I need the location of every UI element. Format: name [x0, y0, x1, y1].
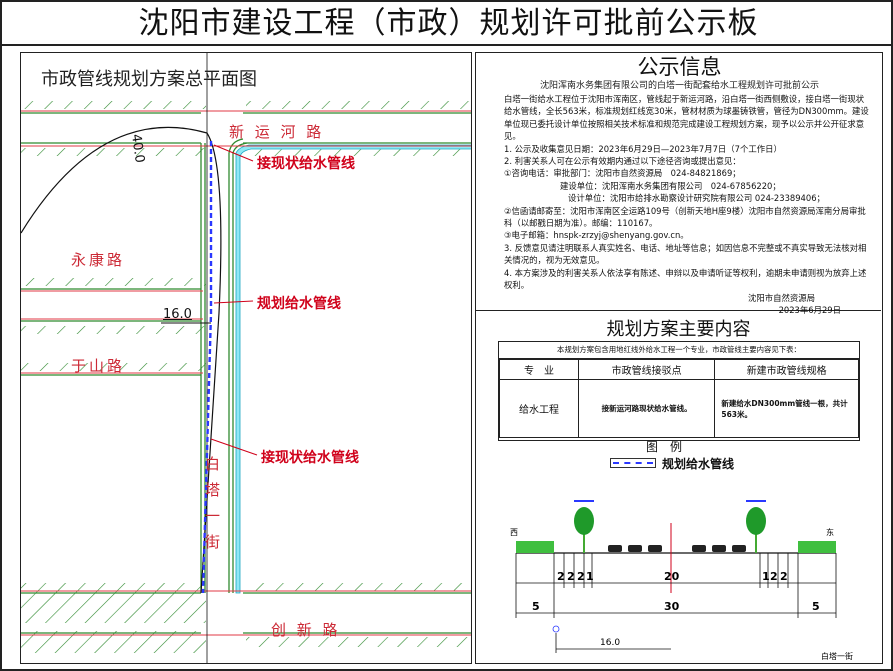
table-cell: 接新运河路现状给水管线。: [577, 379, 716, 438]
notice-section: 公示信息 沈阳浑南水务集团有限公司的白塔一街配套给水工程规划许可批前公示 白塔一…: [476, 53, 881, 315]
hatch-strip: [21, 326, 206, 334]
label-connect-top: 接现状给水管线: [257, 156, 355, 172]
hatch-strip: [246, 101, 471, 109]
notice-title: 公示信息: [637, 55, 722, 79]
dim-top: 2: [557, 570, 565, 583]
street-label: 白塔一街: [821, 651, 853, 661]
road-strip: [235, 144, 471, 594]
content-title: 规划方案主要内容: [606, 319, 751, 340]
table-header: 专 业: [499, 359, 579, 380]
notice-email: ③电子邮箱：hnspk-zrzyj@shenyang.gov.cn。: [504, 230, 689, 241]
dim-top: 2: [770, 570, 778, 583]
plan-panel: 市政管线规划方案总平面图 新 运 河 路 永康路 于山路 创 新 路 白 塔 一…: [20, 52, 472, 664]
table-cell: 新建给水DN300mm管线一根，共计563米。: [714, 379, 859, 438]
dim-16: 16.0: [163, 307, 192, 322]
content-table: 专 业 市政管线接驳点 新建市政管线规格 给水工程 接新运河路现状给水管线。 新…: [499, 359, 859, 438]
hatch-strip: [21, 278, 206, 286]
label-connect-bottom: 接现状给水管线: [261, 450, 359, 466]
cross-section-drawing: 西 东 2 2 2 1 20 1 2 2 5 30 5 16.0 白塔一街: [510, 500, 853, 661]
hatch-strip: [246, 637, 471, 647]
hatch-block: [21, 583, 206, 643]
hatch-strip: [21, 101, 206, 109]
road-label-yushan: 于山路: [71, 357, 126, 375]
hatch-strip: [21, 148, 206, 156]
notice-item-2: 2. 利害关系人可在公示有效期内通过以下途径咨询或提出意见：: [504, 156, 741, 167]
plan-drawing: [21, 53, 471, 663]
dim-top: 2: [577, 570, 585, 583]
hatch-strip: [21, 363, 206, 371]
info-panel: 公示信息 沈阳浑南水务集团有限公司的白塔一街配套给水工程规划许可批前公示 白塔一…: [475, 52, 883, 664]
planned-pipeline: [201, 141, 213, 594]
legend-title: 图 例: [646, 440, 683, 454]
board-title: 沈阳市建设工程（市政）规划许可批前公示板: [2, 2, 893, 46]
road-label-xinyunhe: 新 运 河 路: [229, 123, 325, 141]
table-row: 给水工程 接新运河路现状给水管线。 新建给水DN300mm管线一根，共计563米…: [499, 379, 859, 438]
legend-label: 规划给水管线: [662, 457, 735, 471]
notice-item-1: 1. 公示及收集意见日期：2023年6月29日—2023年7月7日（7个工作日）: [504, 143, 782, 154]
notice-date: 2023年6月29日: [778, 304, 841, 315]
notice-item-4: 4. 本方案涉及的利害关系人依法享有陈述、申辩以及申请听证等权利，逾期未申请则视…: [504, 267, 867, 291]
dim-bottom: 16.0: [600, 638, 620, 648]
content-intro: 本规划方案包含用地红线外给水工程一个专业，市政管线主要内容见下表：: [499, 342, 859, 359]
car-icon: [608, 545, 746, 552]
label-east: 东: [826, 527, 834, 537]
dim-mid: 30: [664, 600, 680, 613]
content-table-box: 本规划方案包含用地红线外给水工程一个专业，市政管线主要内容见下表： 专 业 市政…: [498, 341, 860, 441]
dim-mid: 5: [532, 600, 540, 613]
dim-top: 2: [567, 570, 575, 583]
notice-mail: ②信函请邮寄至：沈阳市浑南区全运路109号（创新天地H座9楼）沈阳市自然资源局浑…: [504, 205, 866, 229]
notice-item-3: 3. 反馈意见请注明联系人真实姓名、电话、地址等信息；如因信息不完整或不真实导致…: [504, 242, 867, 266]
hatch-strip: [246, 148, 471, 156]
dim-top: 20: [664, 570, 680, 583]
notice-paragraph: 白塔一街给水工程位于沈阳市浑南区，管线起于新运河路，沿白塔一街西侧敷设，接白塔一…: [504, 94, 869, 142]
legend-pipeline-swatch: [610, 458, 656, 468]
table-cell: 给水工程: [499, 379, 579, 438]
plan-title: 市政管线规划方案总平面图: [41, 69, 257, 90]
notice-signer: 沈阳市自然资源局: [748, 292, 815, 303]
dim-top: 1: [762, 570, 770, 583]
tree-icon: [746, 500, 766, 553]
road-label-yongkang: 永康路: [71, 251, 126, 269]
dim-top: 1: [586, 570, 594, 583]
notice-subtitle: 沈阳浑南水务集团有限公司的白塔一街配套给水工程规划许可批前公示: [539, 81, 819, 91]
road-label-baita: 白 塔 一 街: [205, 455, 221, 551]
notice-builder: 建设单位：沈阳浑南水务集团有限公司 024-67856220；: [560, 180, 781, 191]
notice-designer: 设计单位：沈阳市给排水勘察设计研究院有限公司 024-23389406；: [568, 193, 825, 204]
dim-mid: 5: [812, 600, 820, 613]
table-header: 新建市政管线规格: [714, 359, 859, 380]
notice-phone: ①咨询电话：审批部门：沈阳市自然资源局 024-84821869；: [504, 168, 741, 179]
table-header: 市政管线接驳点: [577, 359, 716, 380]
label-west: 西: [510, 528, 518, 537]
road-label-chuangxin: 创 新 路: [271, 621, 341, 639]
tree-icon: [574, 500, 594, 553]
label-planned: 规划给水管线: [257, 296, 341, 312]
hatch-strip: [21, 643, 206, 653]
dim-top: 2: [780, 570, 788, 583]
hatch-strip: [246, 583, 471, 591]
